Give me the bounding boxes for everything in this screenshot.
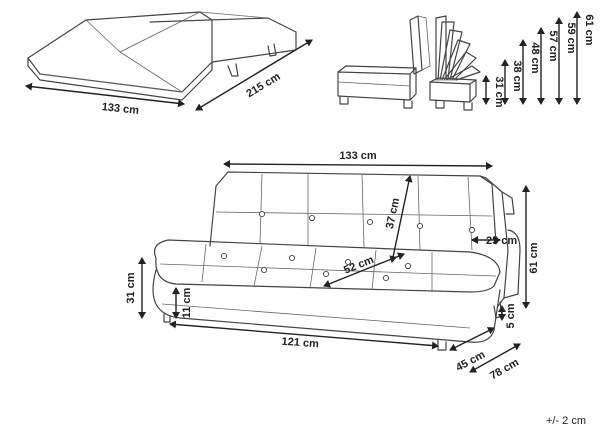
back-height-dimension (389, 175, 413, 263)
recline-height-6-label: 61 cm (583, 14, 595, 45)
recline-height-3-label: 48 cm (529, 42, 541, 73)
seat-height-label: 31 cm (125, 272, 137, 303)
tolerance-note: +/- 2 cm (545, 415, 586, 427)
base-depth-label: 45 cm (454, 349, 487, 374)
recline-height-4-label: 57 cm (547, 30, 559, 61)
armrest-depth-label: 25 cm (486, 235, 517, 247)
recline-height-1-label: 31 cm (493, 76, 505, 107)
sofa-main-drawing (152, 171, 521, 351)
seat-depth-dimension (323, 252, 405, 288)
cushion-height-label: 11 cm (181, 287, 193, 318)
sofa-top-width-dimension (223, 160, 493, 170)
base-depth-dimension (449, 327, 495, 351)
recline-height-5-label: 59 cm (565, 22, 577, 53)
overall-depth-label: 78 cm (488, 356, 521, 382)
overall-depth-dimension (469, 343, 521, 373)
bed-length-label: 215 cm (244, 71, 282, 101)
bed-width-dimension (25, 82, 185, 108)
bed-length-dimension (195, 39, 313, 111)
recline-height-2-label: 38 cm (511, 60, 523, 91)
seat-width-label: 121 cm (281, 336, 319, 351)
recline-height-dimensions: 31 cm 38 cm 48 cm 57 cm 59 cm 61 cm (482, 11, 595, 108)
overall-height-label: 61 cm (528, 242, 540, 273)
bed-width-label: 133 cm (101, 101, 140, 117)
seat-width-dimension (169, 320, 439, 350)
sofa-top-width-label: 133 cm (339, 150, 377, 162)
backrest-recline-drawing (337, 15, 481, 111)
seat-depth-label: 52 cm (342, 254, 376, 277)
leg-height-label: 5 cm (505, 303, 517, 328)
